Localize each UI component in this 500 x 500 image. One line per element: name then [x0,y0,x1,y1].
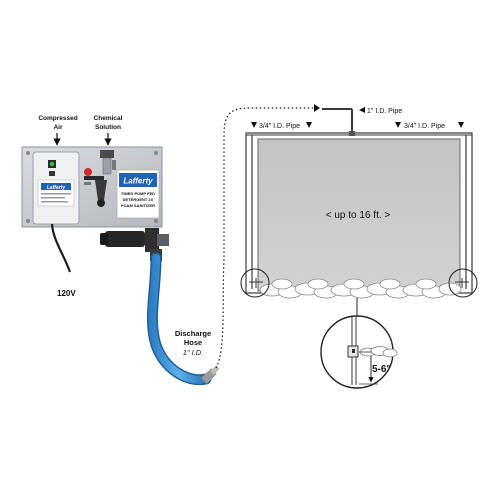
power-cord [50,223,72,273]
foam-generator-valve [145,228,159,252]
hose-end-nozzle [210,365,220,375]
foam-layer [259,278,462,299]
compressed-air-label-line2: Air [53,124,63,131]
discharge-hose-label-line2: Hose [184,338,202,347]
height-label: < up to 16 ft. > [326,210,391,221]
brand-logo-small-text: Lafferty [47,185,65,191]
left-pipe-pointer [251,122,257,128]
timer-switch [49,171,55,176]
discharge-hose: Discharge Hose 1" I.D. [146,252,220,386]
manifold-block [84,176,104,180]
right-pipe-pointer-end [458,122,464,128]
label-fine-print [41,193,71,195]
power-label: 120V [57,289,76,298]
detail-height-label: 5-6" [372,364,391,375]
foam-generator-outlet [157,234,169,246]
equipment-unit: Compressed Air Chemical Solution Laffert… [21,115,169,298]
top-pipe-label: 1" I.D. Pipe [367,108,402,115]
right-nozzle-callout [448,268,478,298]
left-nozzle-icon [249,278,263,288]
discharge-hose-label-line1: Discharge [175,329,211,338]
detail-foam-spray [359,346,398,358]
air-regulator [100,150,114,158]
brand-logo-text: Lafferty [123,177,153,186]
nozzle-detail: 5-6" [320,315,398,389]
right-pipe-pointer [395,122,401,128]
left-nozzle-callout [240,268,270,298]
product-label-line1: TIMED PUMP FED [121,191,155,196]
right-pipe-label: 3/4" I.D. Pipe [404,123,445,130]
mount-screw [154,151,158,155]
brand-logo [119,173,157,187]
detail-nozzle-orifice [352,349,355,353]
left-pipe-label: 3/4" I.D. Pipe [259,123,300,130]
chemical-solution-label-line1: Chemical [94,115,123,122]
left-pipe-pointer-end [306,122,312,128]
foam-curtain-frame: 1" I.D. Pipe 3/4" I.D. Pipe 3/4" I.D. Pi… [240,107,478,318]
air-fitting [84,182,91,185]
top-pipe-pointer [359,107,365,113]
label-fine-print [41,201,68,203]
pipe-tee-fitting [349,131,355,136]
feed-line-dotted [215,107,318,369]
product-label-line3: FOAM SANITIZER [121,203,155,208]
hose-size-label: 1" I.D. [183,348,204,357]
regulator-body [102,157,112,175]
air-line-fitting [112,160,116,170]
mount-screw [26,151,30,155]
hose-body [148,254,210,384]
mount-screw [154,219,158,223]
foam-generator-body [105,231,145,247]
right-nozzle-icon [455,278,469,288]
feed-line-arrow [314,104,320,112]
label-fine-print [41,197,65,199]
curtain-panel [257,138,461,292]
pump-fitting [97,199,105,207]
red-valve-knob [84,168,92,176]
product-label-line2: DETERGENT 2X [123,197,154,202]
chemical-solution-label-line2: Solution [95,124,121,131]
brand-logo-small [41,183,71,190]
mount-screw [26,219,30,223]
foam-generator-inlet [100,233,108,245]
pump-body [95,180,107,200]
compressed-air-label-line1: Compressed [38,115,77,122]
power-indicator [49,161,55,167]
